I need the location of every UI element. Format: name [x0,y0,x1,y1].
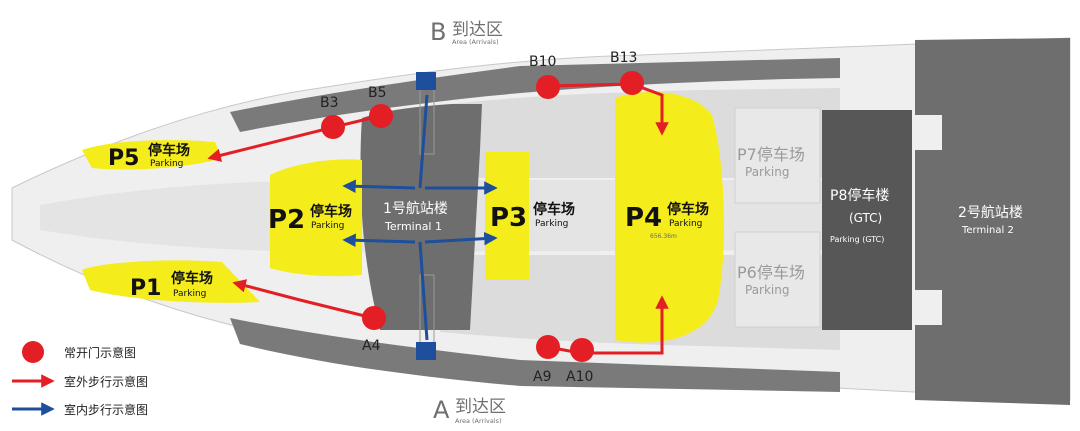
elevation-label: 656.36m [650,233,677,240]
p4-lot [615,91,724,343]
p2-lot [270,159,362,277]
zone-a-cn: 到达区 [455,397,506,417]
p4-cn: 停车场 [667,201,709,218]
zone-b-en: Area (Arrivals) [452,38,499,46]
p4-en: Parking [669,219,702,229]
p8-cn: P8停车楼 [830,187,889,204]
legend-door-icon [22,341,44,363]
p4-id: P4 [625,203,662,233]
zone-a-en: Area (Arrivals) [455,417,502,425]
p5-lot [82,140,222,170]
p3-en: Parking [535,219,568,229]
door-b3-label: B3 [320,95,339,111]
door-b5-label: B5 [368,85,387,101]
p3-cn: 停车场 [533,201,575,218]
door-a4 [362,306,386,330]
legend-outdoor-label: 室外步行示意图 [64,374,148,389]
p1-id: P1 [130,276,161,301]
terminal-2-cn: 2号航站楼 [958,205,1023,221]
arrival-curb-b [230,58,840,132]
indoor-arrow-p3-south [424,231,498,246]
p6-label: P6停车场 [737,263,805,282]
p2-id: P2 [268,205,305,235]
door-a9-label: A9 [533,369,551,385]
p2-cn: 停车场 [310,203,352,220]
p8-en: Parking (GTC) [830,235,884,244]
legend-indoor-label: 室内步行示意图 [64,402,148,417]
terminal-1-en: Terminal 1 [384,220,442,233]
p7-lot [734,107,821,204]
skybridge-south-sign [416,342,436,360]
door-b10-label: B10 [529,54,556,70]
terminal-1-building [360,104,482,330]
p7-label: P7停车场 [737,145,805,164]
indoor-path-north [418,94,429,189]
door-a10-label: A10 [566,369,593,385]
p6-id: P6 [737,263,757,282]
p2-en: Parking [311,221,344,231]
p8-building [822,110,912,330]
door-b13-label: B13 [610,50,637,66]
p3-id: P3 [490,203,527,233]
p1-lot [82,260,260,303]
p8-gtc: (GTC) [849,211,882,225]
p1-en: Parking [173,289,206,299]
outdoor-path-a4-p1 [232,279,374,320]
door-a10 [570,338,594,362]
indoor-arrow-p2-north [342,179,416,194]
p5-id: P5 [108,146,139,171]
skybridge-north-sign [416,72,436,90]
p5-cn: 停车场 [148,142,190,159]
zone-a-letter: A [433,396,450,424]
terminal-1-cn: 1号航站楼 [383,201,448,217]
door-a4-label: A4 [362,338,381,354]
p7-cn: 停车场 [757,145,805,164]
p6-cn: 停车场 [757,263,805,282]
indoor-path-south [418,241,429,341]
p7-id: P7 [737,145,757,164]
arrival-curb-a [230,318,840,392]
zone-b-cn: 到达区 [452,20,503,40]
door-b3 [321,115,345,139]
p5-en: Parking [150,159,183,169]
door-b13 [620,71,644,95]
outdoor-path-b10-p4 [547,82,669,136]
outdoor-path-a9-p4 [547,295,669,355]
p1-cn: 停车场 [171,270,213,287]
indoor-arrow-p2-south [342,233,416,248]
zone-b-letter: B [430,18,446,46]
door-a9 [536,335,560,359]
p6-en: Parking [745,283,790,297]
door-b5 [369,104,393,128]
p6-lot [734,231,821,328]
legend-door-label: 常开门示意图 [64,345,136,360]
door-b10 [536,75,560,99]
terminal-2-building [915,38,1070,405]
p7-en: Parking [745,165,790,179]
p3-lot [485,152,529,280]
terminal-2-en: Terminal 2 [961,225,1014,236]
